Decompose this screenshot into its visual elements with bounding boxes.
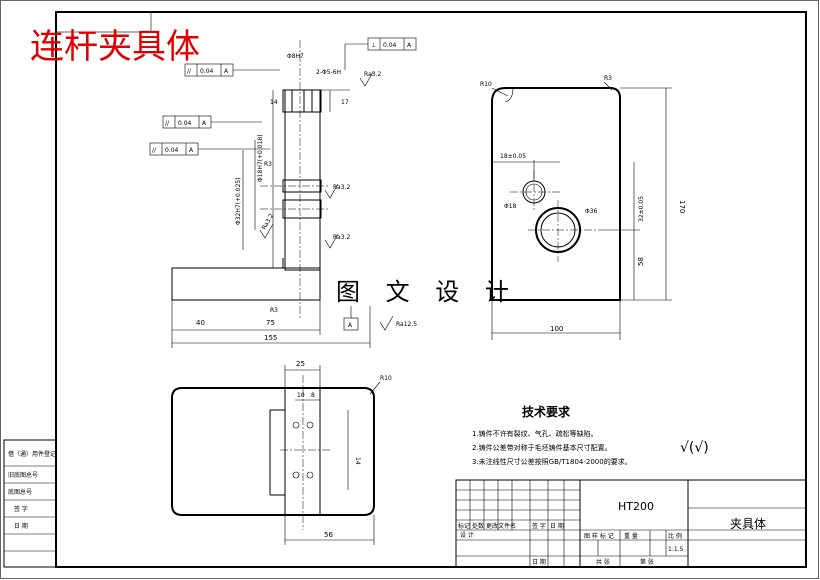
tol-val-3: 0.04 [178, 120, 192, 127]
corner-box [55, 11, 152, 33]
tech-req-heading: 技术要求 [522, 404, 571, 419]
tb-stage-2: 重 量 [624, 532, 638, 540]
r3-b: R3 [270, 307, 278, 314]
dim-56: 56 [324, 531, 333, 539]
tech-req-2: 2.铸件公差带对称于毛坯铸件基本尺寸配置。 [472, 443, 612, 452]
r10-top: R10 [380, 375, 392, 382]
tol-ref-4: A [189, 147, 194, 154]
tb-stage-3: 比 例 [668, 532, 682, 540]
center-watermark: 图 文 设 计 [336, 278, 518, 306]
top-view [171, 365, 375, 545]
watermark-bg [330, 276, 490, 306]
part-name: 夹具体 [730, 517, 766, 531]
r3-side: R3 [604, 75, 612, 82]
surface-symbol: √(√) [680, 440, 709, 456]
left-block [3, 439, 57, 568]
ra-5: Ra12.5 [396, 321, 417, 328]
tb-stage-1: 图 样 标 记 [584, 532, 614, 540]
dim-17: 17 [341, 99, 349, 106]
title-watermark: 连杆夹具体 [30, 27, 200, 67]
left-block-4: 签 字 [14, 505, 28, 513]
tol-sym-4: // [152, 147, 157, 154]
tol-sym-1: ⊥ [371, 42, 376, 49]
dim-phi18h7: Φ18H7(+0.018) [257, 134, 264, 182]
tb-row1-3: 更改文件名 [486, 522, 516, 530]
tol-ref-3: A [202, 120, 207, 127]
dim-100: 100 [550, 325, 563, 333]
tb-date: 日 期 [532, 558, 546, 566]
left-block-1: 借（通）用件登记 [8, 450, 56, 458]
r3-a: R3 [264, 161, 272, 168]
tol-val-4: 0.04 [165, 147, 179, 154]
tb-row1-5: 日 期 [550, 522, 564, 530]
dim-8: 8 [311, 392, 315, 399]
tech-req-3: 3.未注线性尺寸公差按照GB/T1804-2000的要求。 [472, 457, 632, 466]
tb-row1-1: 标记 [458, 522, 470, 530]
dim-25: 25 [296, 360, 305, 368]
tol-ref-1: A [407, 42, 412, 49]
tb-row1-4: 签 字 [532, 522, 546, 530]
left-block-5: 日 期 [14, 522, 28, 530]
dim-phi32: Φ32H7(+0.025) [235, 177, 242, 225]
title-block [455, 479, 807, 568]
tb-sheet: 第 张 [640, 558, 654, 566]
material: HT200 [618, 500, 654, 513]
tol-val-2: 0.04 [200, 68, 214, 75]
drawing-frame [55, 11, 807, 568]
tol-ref-2: A [224, 68, 229, 75]
datum-a: A [348, 322, 353, 329]
ra-2: Ra3.2 [333, 184, 350, 191]
dim-40: 40 [196, 319, 205, 327]
ra-1: Ra3.2 [364, 71, 381, 78]
section-view [149, 37, 417, 348]
dim-14b: 14 [354, 457, 361, 465]
ra-3: Ra3.2 [333, 234, 350, 241]
dim-phi36: Φ36 [585, 208, 598, 215]
dim-phi18: Φ18 [504, 203, 517, 210]
left-block-3: 底图总号 [8, 488, 32, 496]
dim-phi8: Φ8H7 [287, 53, 304, 60]
dim-170: 170 [678, 200, 686, 213]
r10-side: R10 [480, 81, 492, 88]
side-view [491, 87, 672, 340]
dim-threads: 2-Φ5-6H [316, 69, 341, 76]
dim-58: 58 [637, 257, 645, 266]
tb-design: 设 计 [460, 531, 474, 539]
tb-sheets: 共 张 [596, 558, 610, 566]
dim-32: 32±0.05 [638, 196, 645, 222]
dim-18: 18±0.05 [500, 153, 526, 160]
left-block-2: 旧底图总号 [8, 471, 38, 479]
dim-155: 155 [264, 334, 277, 342]
tech-req-1: 1.铸件不许有裂纹、气孔、疏松等缺陷。 [472, 429, 598, 438]
dim-75: 75 [266, 319, 275, 327]
tol-sym-3: // [165, 120, 170, 127]
tb-scale: 1:1.5 [668, 546, 684, 553]
dim-10: 10 [297, 392, 305, 399]
tb-row1-2: 处数 [472, 522, 484, 530]
tol-sym-2: // [187, 68, 192, 75]
dim-14a: 14 [270, 99, 278, 106]
tol-val-1: 0.04 [383, 42, 397, 49]
